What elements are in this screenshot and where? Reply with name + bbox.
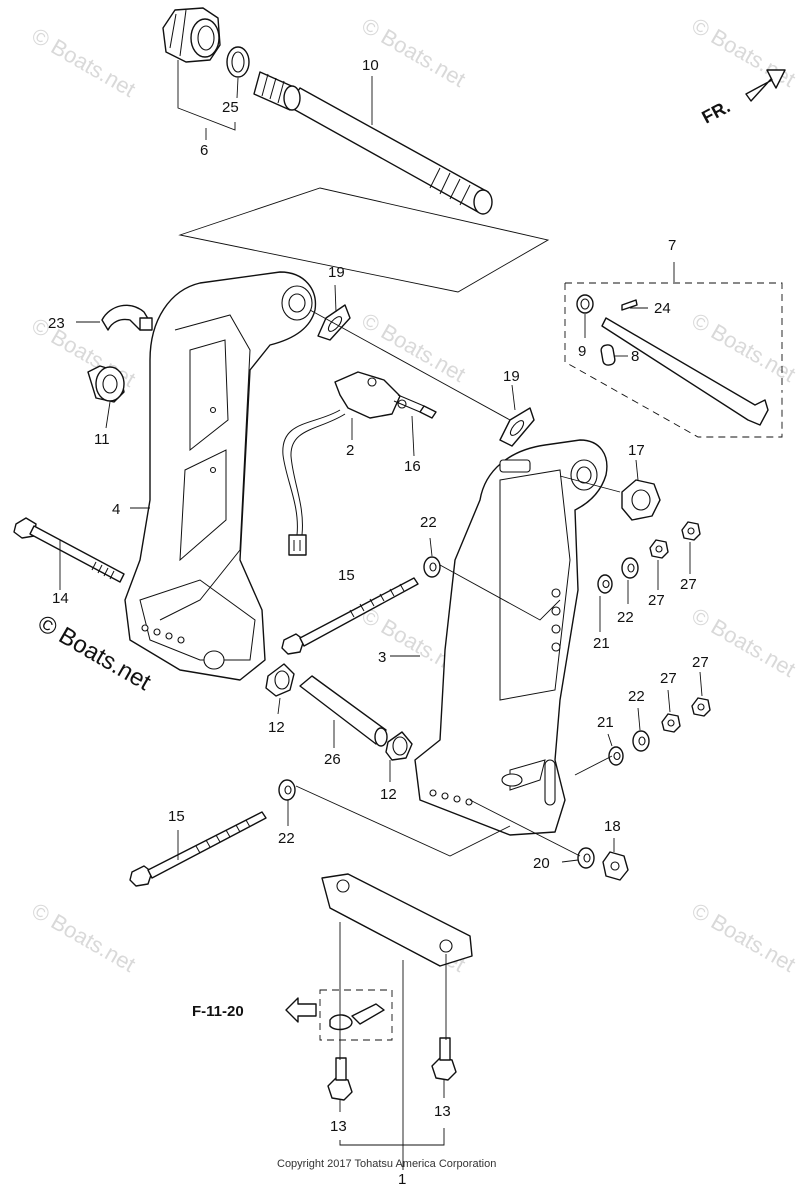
washer-part-21a (597, 574, 613, 594)
copyright-text: Copyright 2017 Tohatsu America Corporati… (277, 1158, 496, 1170)
callout-12: 12 (268, 719, 285, 736)
callout-27: 27 (648, 592, 665, 609)
reference-box: F-11-20 (192, 989, 393, 1041)
callout-11: 11 (94, 431, 110, 448)
watermark: © Boats.net (358, 308, 470, 387)
nut-part-18 (602, 851, 629, 881)
anode-bracket-part-1 (321, 873, 473, 967)
left-arrow-icon (285, 997, 317, 1023)
o-ring-part-25 (226, 46, 250, 78)
clamp-bracket-part-3 (414, 439, 608, 836)
clamp-bracket-part-4 (124, 271, 317, 681)
watermark: © Boats.net (358, 13, 470, 92)
assembly-outline (178, 187, 550, 293)
forward-direction-indicator: FR. (698, 69, 786, 128)
callout-9: 9 (578, 343, 586, 360)
callout-22: 22 (278, 830, 295, 847)
nut-part-27b (681, 521, 701, 541)
callout-15: 15 (168, 808, 185, 825)
bushing-part-11 (87, 365, 125, 403)
washer-part-22c (632, 730, 650, 752)
callout-18: 18 (604, 818, 621, 835)
callout-numbers: 25 6 10 19 19 7 24 9 8 23 11 4 14 2 16 1… (48, 57, 709, 1188)
callout-22: 22 (617, 609, 634, 626)
callout-1: 1 (398, 1171, 406, 1188)
tilt-tube-part-10 (253, 71, 493, 215)
callout-6: 6 (200, 142, 208, 159)
washer-part-22b (621, 557, 639, 579)
callout-16: 16 (404, 458, 421, 475)
callout-19: 19 (503, 368, 520, 385)
bolt-part-15a (281, 577, 419, 655)
plate-part-19a (317, 304, 351, 341)
direction-arrow-icon (745, 69, 786, 102)
nut-part-27a (649, 539, 669, 559)
watermark: © Boats.net (688, 898, 797, 977)
bolt-part-13b (431, 1037, 457, 1081)
callout-10: 10 (362, 57, 379, 74)
watermark: © Boats.net (28, 898, 140, 977)
nut-part-27d (691, 697, 711, 717)
callout-13: 13 (434, 1103, 451, 1120)
callout-22: 22 (420, 514, 437, 531)
washer-part-22a (423, 556, 441, 578)
callout-2: 2 (346, 442, 354, 459)
callout-13: 13 (330, 1118, 347, 1135)
pipe-part-26 (299, 675, 388, 747)
callout-15: 15 (338, 567, 355, 584)
bushing-part-6 (162, 7, 221, 63)
callout-4: 4 (112, 501, 120, 518)
callout-22: 22 (628, 688, 645, 705)
washer-part-21b (608, 746, 624, 766)
washer-part-20 (577, 847, 595, 869)
direction-label: FR. (698, 96, 733, 127)
reference-label: F-11-20 (192, 1003, 244, 1020)
collar-part-12b (385, 731, 413, 761)
stopper-assembly-part-7 (564, 282, 783, 438)
callout-26: 26 (324, 751, 341, 768)
bolt-part-15b (129, 811, 267, 887)
callout-12: 12 (380, 786, 397, 803)
callout-3: 3 (378, 649, 386, 666)
callout-19: 19 (328, 264, 345, 281)
callout-14: 14 (52, 590, 69, 607)
leader-lines (59, 60, 703, 1170)
callout-8: 8 (631, 348, 639, 365)
clip-part-23 (101, 304, 153, 331)
nut-part-17 (621, 479, 661, 521)
nut-part-27c (661, 713, 681, 733)
bolt-part-13a (327, 1057, 353, 1101)
callout-27: 27 (692, 654, 709, 671)
callout-7: 7 (668, 237, 676, 254)
callout-20: 20 (533, 855, 550, 872)
plate-part-19b (499, 407, 535, 447)
bolt-part-14 (13, 517, 125, 583)
trim-sensor-part-2 (282, 371, 407, 556)
screw-part-16 (393, 394, 437, 419)
washer-part-22d (278, 779, 296, 801)
callout-21: 21 (593, 635, 610, 652)
collar-part-12a (265, 663, 295, 697)
callout-21: 21 (597, 714, 614, 731)
callout-27: 27 (680, 576, 697, 593)
callout-27: 27 (660, 670, 677, 687)
watermark: © Boats.net (28, 23, 140, 102)
callout-24: 24 (654, 300, 671, 317)
callout-25: 25 (222, 99, 239, 116)
callout-17: 17 (628, 442, 645, 459)
callout-23: 23 (48, 315, 65, 332)
